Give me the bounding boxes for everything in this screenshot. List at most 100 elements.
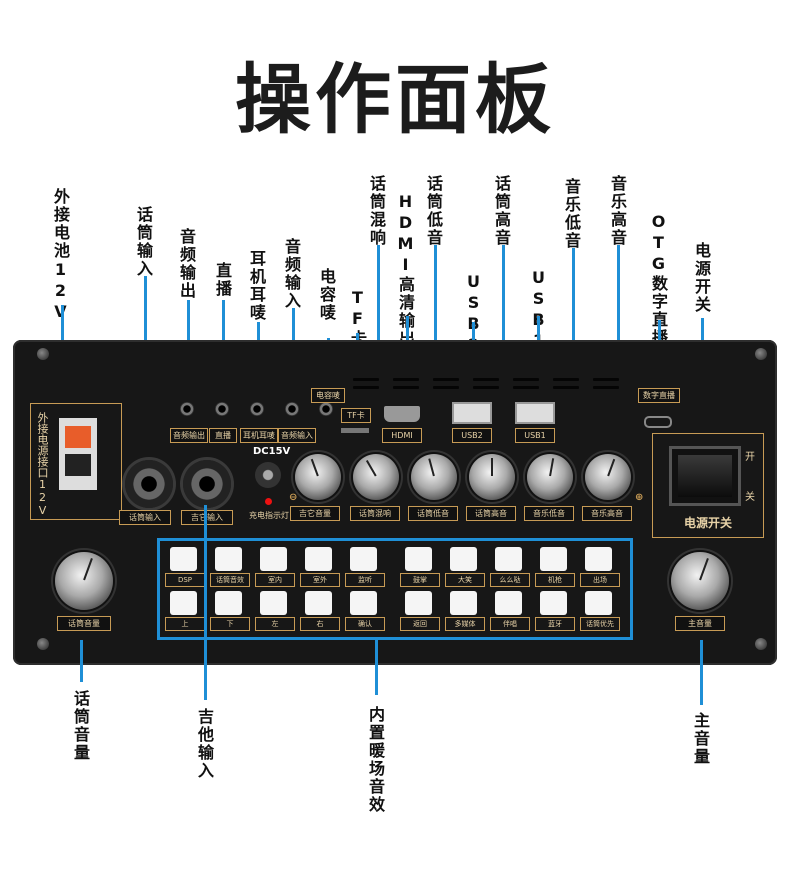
tag-live: 直播 xyxy=(209,428,237,443)
pad-mic-priority[interactable] xyxy=(585,591,612,615)
pad-mic-fx[interactable] xyxy=(215,547,242,571)
guitar-volume-knob[interactable] xyxy=(295,454,341,500)
pad-confirm[interactable] xyxy=(350,591,377,615)
ext-power-port[interactable]: 外接电源接口12V xyxy=(30,403,122,520)
tag-guitar-vol: 吉它音量 xyxy=(290,506,340,521)
usb2-port[interactable] xyxy=(452,402,492,424)
mic-volume-knob[interactable] xyxy=(55,552,113,610)
mic-bass-knob[interactable] xyxy=(411,454,457,500)
tf-slot[interactable] xyxy=(341,428,369,433)
music-treble-knob[interactable] xyxy=(585,454,631,500)
dc-port[interactable] xyxy=(255,462,281,488)
pad-entrance[interactable] xyxy=(585,547,612,571)
tag-mic-vol: 话筒音量 xyxy=(57,616,111,631)
usb1-port[interactable] xyxy=(515,402,555,424)
power-switch[interactable] xyxy=(669,446,741,506)
pad-label: 室内 xyxy=(255,573,295,587)
label-otg: OTG数字直播 xyxy=(649,212,668,347)
pad-label: 伴唱 xyxy=(490,617,530,631)
tag-charge: 充电指示灯 xyxy=(249,511,289,520)
label-power: 电源开关 xyxy=(692,242,711,314)
pad-down[interactable] xyxy=(215,591,242,615)
pad-label: 话筒音效 xyxy=(210,573,250,587)
pad-accompany[interactable] xyxy=(495,591,522,615)
pad-kiss[interactable] xyxy=(495,547,522,571)
label-condenser: 电容唛 xyxy=(317,268,336,322)
hdmi-port[interactable] xyxy=(384,406,420,422)
tag-otg: 数字直播 xyxy=(638,388,680,403)
pad-left[interactable] xyxy=(260,591,287,615)
pad-gun[interactable] xyxy=(540,547,567,571)
tag-mic-treble: 话筒高音 xyxy=(466,506,516,521)
pad-outdoor[interactable] xyxy=(305,547,332,571)
pad-label: 么么哒 xyxy=(490,573,530,587)
label-live: 直播 xyxy=(213,262,232,298)
guitar-input-jack[interactable] xyxy=(183,460,231,508)
pad-label: 话筒优先 xyxy=(580,617,620,631)
pad-label: 右 xyxy=(300,617,340,631)
control-panel: 外接电源接口12V 音频输出 直播 耳机耳唛 音频输入 电容唛 TF卡 HDMI… xyxy=(13,340,777,665)
label-mic-input: 话筒输入 xyxy=(134,206,153,278)
pad-back[interactable] xyxy=(405,591,432,615)
music-bass-knob[interactable] xyxy=(527,454,573,500)
effects-pad-grid: DSP 话筒音效 室内 室外 监听 鼓掌 大笑 么么哒 机枪 出场 上 下 左 … xyxy=(157,538,633,640)
mic-input-jack[interactable] xyxy=(125,460,173,508)
tag-tf: TF卡 xyxy=(341,408,371,423)
ext-port-label: 外接电源接口12V xyxy=(36,412,49,517)
pad-dsp[interactable] xyxy=(170,547,197,571)
pad-multimedia[interactable] xyxy=(450,591,477,615)
tag-audio-in: 音频输入 xyxy=(278,428,316,443)
headphone-jack[interactable] xyxy=(250,402,264,416)
pad-label: 确认 xyxy=(345,617,385,631)
tag-usb1: USB1 xyxy=(515,428,555,443)
tag-master-vol: 主音量 xyxy=(675,616,725,631)
pad-indoor[interactable] xyxy=(260,547,287,571)
label-headphone: 耳机耳唛 xyxy=(247,250,266,322)
mic-treble-knob[interactable] xyxy=(469,454,515,500)
dc-label: DC15V xyxy=(253,446,291,457)
label-audio-in: 音频输入 xyxy=(282,238,301,310)
power-on-label: 开 xyxy=(745,452,755,463)
pad-right[interactable] xyxy=(305,591,332,615)
master-volume-knob[interactable] xyxy=(671,552,729,610)
tag-condenser: 电容唛 xyxy=(311,388,345,403)
pad-applause[interactable] xyxy=(405,547,432,571)
mic-mix-knob[interactable] xyxy=(353,454,399,500)
pad-label: 机枪 xyxy=(535,573,575,587)
pad-label: 左 xyxy=(255,617,295,631)
pad-label: 大笑 xyxy=(445,573,485,587)
power-off-label: 关 xyxy=(745,492,755,503)
tag-guitar-in: 吉它输入 xyxy=(181,510,233,525)
label-mic-bass: 话筒低音 xyxy=(424,175,443,247)
tag-usb2: USB2 xyxy=(452,428,492,443)
tag-music-bass: 音乐低音 xyxy=(524,506,574,521)
tag-power: 电源开关 xyxy=(683,516,732,530)
power-switch-frame: 开 关 电源开关 xyxy=(652,433,764,538)
pad-label: 返回 xyxy=(400,617,440,631)
pad-laugh[interactable] xyxy=(450,547,477,571)
condenser-jack[interactable] xyxy=(319,402,333,416)
otg-port[interactable] xyxy=(644,416,672,428)
pad-up[interactable] xyxy=(170,591,197,615)
label-mic-volume: 话筒音量 xyxy=(71,690,90,762)
tag-mic-in: 话筒输入 xyxy=(119,510,171,525)
label-music-treble: 音乐高音 xyxy=(608,175,627,247)
pad-label: 室外 xyxy=(300,573,340,587)
label-tf: TF卡 xyxy=(348,288,367,348)
pad-monitor[interactable] xyxy=(350,547,377,571)
audio-in-jack[interactable] xyxy=(285,402,299,416)
label-ext-battery: 外接电池12V xyxy=(51,188,70,323)
label-hdmi: HDMI高清输出 xyxy=(396,192,415,348)
label-builtin-fx: 内置暖场音效 xyxy=(366,706,385,814)
label-usb2: USB2 xyxy=(464,272,483,356)
label-guitar-input: 吉他输入 xyxy=(195,708,214,780)
audio-out-jack[interactable] xyxy=(180,402,194,416)
pad-label: 多媒体 xyxy=(445,617,485,631)
pad-label: 上 xyxy=(165,617,205,631)
tag-headphone: 耳机耳唛 xyxy=(240,428,278,443)
tag-mic-mix: 话筒混响 xyxy=(350,506,400,521)
label-master-volume: 主音量 xyxy=(691,712,710,766)
live-jack[interactable] xyxy=(215,402,229,416)
pad-bluetooth[interactable] xyxy=(540,591,567,615)
label-mic-mix: 话筒混响 xyxy=(367,175,386,247)
